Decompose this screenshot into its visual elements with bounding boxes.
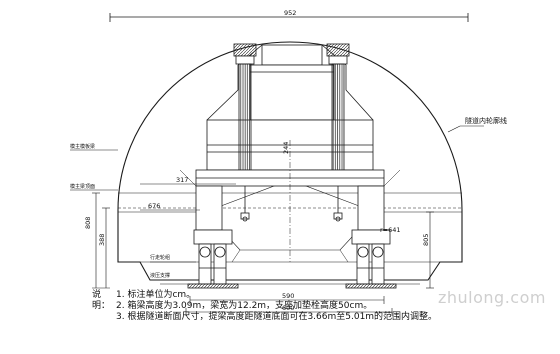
tunnel-contour-label: 隧道内轮廓线: [465, 116, 507, 125]
left-tag-3: 行走轮组: [150, 254, 170, 261]
left-tag-1: 模主模板梁: [70, 143, 95, 150]
contour-leader: [447, 125, 484, 133]
tunnel-contour: [117, 41, 463, 281]
left-tag-2: 模主梁顶面: [70, 183, 95, 190]
height-inner-label: 388: [98, 234, 106, 246]
height-left-label: 808: [84, 217, 92, 229]
left-leg-assembly: [187, 229, 239, 289]
right-dimensions: [426, 211, 434, 289]
left-tag-4: 液压支撑: [150, 272, 170, 279]
notes-title: 说明：: [92, 290, 111, 311]
top-dimension: [109, 13, 469, 22]
top-width-label: 952: [284, 9, 296, 17]
height-center-label: 244: [282, 142, 290, 154]
note-item: 1. 标注单位为cm。: [116, 290, 196, 300]
radius-label: r=641: [380, 226, 401, 234]
bottom-dimensions: [185, 296, 393, 316]
notes-block: 说明： 1. 标注单位为cm。 2. 箱梁高度为3.09m，梁宽为12.2m，支…: [92, 290, 492, 323]
base-width2-label: 600: [282, 304, 294, 312]
watermark: zhulong.com: [438, 288, 546, 307]
note-item: 3. 根据隧道断面尺寸，提梁高度距隧道底面可在3.66m至5.01m的范围内调整…: [116, 312, 438, 322]
mid-dim-label: 317: [176, 176, 188, 184]
left-dimensions: [70, 149, 196, 289]
base-width-label: 590: [282, 292, 294, 300]
mid-dim2-label: 676: [148, 202, 160, 210]
mid-dimensions: [140, 183, 236, 211]
note-item: 2. 箱梁高度为3.09m，梁宽为12.2m，支座加垫栓高度50cm。: [116, 301, 373, 311]
notes-list: 1. 标注单位为cm。 2. 箱梁高度为3.09m，梁宽为12.2m，支座加垫栓…: [92, 290, 492, 323]
height-right-label: 805: [422, 234, 430, 246]
right-leg-assembly: [345, 229, 397, 289]
